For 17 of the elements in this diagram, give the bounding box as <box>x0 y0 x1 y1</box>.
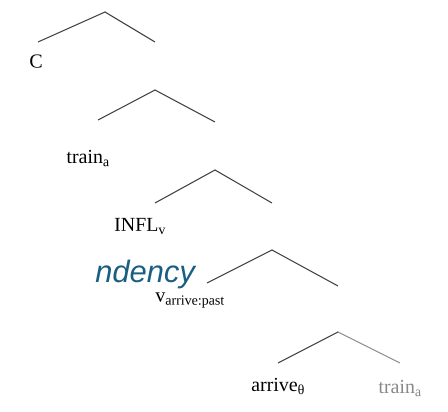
tree-label: arrive$_{θ}$ <box>252 378 304 394</box>
tree-branch <box>98 90 156 120</box>
tree-label: $\text{v}_{\text{arrive:past}}$ <box>155 292 224 308</box>
tree-branch <box>38 12 106 42</box>
tree-branch <box>272 250 338 286</box>
tree-branch <box>214 170 272 204</box>
tree-branch <box>154 170 216 204</box>
tree-label: train$_{a}$ <box>378 380 421 396</box>
tree-label: train$_{a}$ <box>66 150 109 166</box>
tree-label: C <box>30 54 42 68</box>
tree-branch <box>278 332 338 364</box>
tree-branch <box>338 332 400 364</box>
tree-branch <box>206 250 272 284</box>
slide-heading-fragment: ndency <box>96 260 196 288</box>
tree-branch <box>104 12 156 42</box>
tree-label: INFL$_{v}$ <box>114 218 166 234</box>
tree-branch <box>154 90 216 122</box>
